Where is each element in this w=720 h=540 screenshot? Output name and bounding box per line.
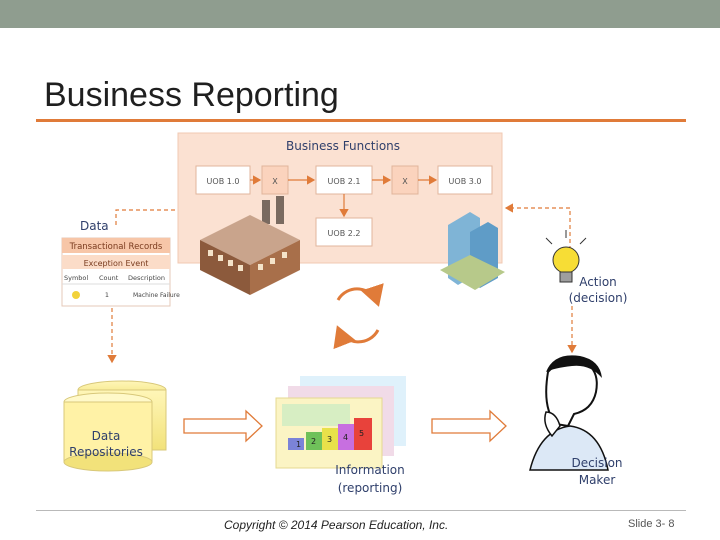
slide-number: Slide 3- 8 (628, 518, 675, 530)
col-symbol: Symbol (64, 274, 88, 282)
hollow-flow-arrows (183, 409, 507, 443)
decision-maker-line1: Decision (571, 456, 622, 470)
x-box-2 (391, 165, 419, 195)
action-line1: Action (579, 275, 617, 289)
row-description: Machine Failure (133, 292, 180, 299)
bar-label-5: 5 (359, 429, 364, 438)
bar-label-3: 3 (327, 435, 332, 444)
bar-label-2: 2 (311, 437, 316, 446)
top-banner (0, 0, 720, 28)
transactional-records-table: Transactional Records Exception Event Sy… (61, 237, 180, 307)
uob-2-1-label: UOB 2.1 (328, 177, 361, 186)
col-count: Count (99, 274, 119, 282)
factory-icon (200, 196, 300, 295)
action-line2: (decision) (569, 291, 628, 305)
data-label: Data (80, 219, 109, 233)
x-box-1 (261, 165, 289, 195)
repositories-line2: Repositories (69, 445, 143, 459)
thinking-man-icon (529, 355, 609, 471)
information-reports-stack: 1 2 3 4 5 (275, 376, 406, 469)
transactional-records-title: Transactional Records (69, 242, 163, 252)
repositories-line1: Data (92, 429, 121, 443)
uob-1-0-box (195, 165, 251, 195)
lightbulb-icon (545, 230, 587, 283)
uob-1-0-label: UOB 1.0 (207, 177, 240, 186)
cycle-arrows-icon (333, 283, 384, 350)
uob-3-0-label: UOB 3.0 (449, 177, 482, 186)
bar-label-4: 4 (343, 433, 348, 442)
report-3d-bars (288, 418, 372, 450)
lightbulb-small-icon (72, 291, 80, 299)
col-description: Description (128, 274, 165, 282)
x-label-2: X (402, 177, 408, 186)
uob-2-2-label: UOB 2.2 (328, 229, 361, 238)
copyright-text: Copyright © 2014 Pearson Education, Inc. (224, 518, 449, 532)
footer-divider (36, 510, 686, 511)
information-line1: Information (335, 463, 404, 477)
slide-title: Business Reporting (44, 76, 339, 114)
exception-event-label: Exception Event (84, 259, 149, 268)
uob-boxes: UOB 1.0 X UOB 2.1 X UOB 3.0 UOB 2.2 (195, 165, 493, 247)
business-functions-title: Business Functions (286, 139, 400, 153)
city-buildings-icon (440, 212, 505, 290)
row-count: 1 (105, 291, 109, 299)
title-underline (36, 119, 686, 122)
uob-connectors (250, 175, 438, 218)
uob-2-2-box (315, 217, 373, 247)
uob-3-0-box (437, 165, 493, 195)
x-label-1: X (272, 177, 278, 186)
data-repositories-cylinders (63, 380, 167, 472)
bar-label-1: 1 (296, 440, 301, 449)
decision-maker-line2: Maker (579, 473, 616, 487)
information-line2: (reporting) (338, 481, 403, 495)
